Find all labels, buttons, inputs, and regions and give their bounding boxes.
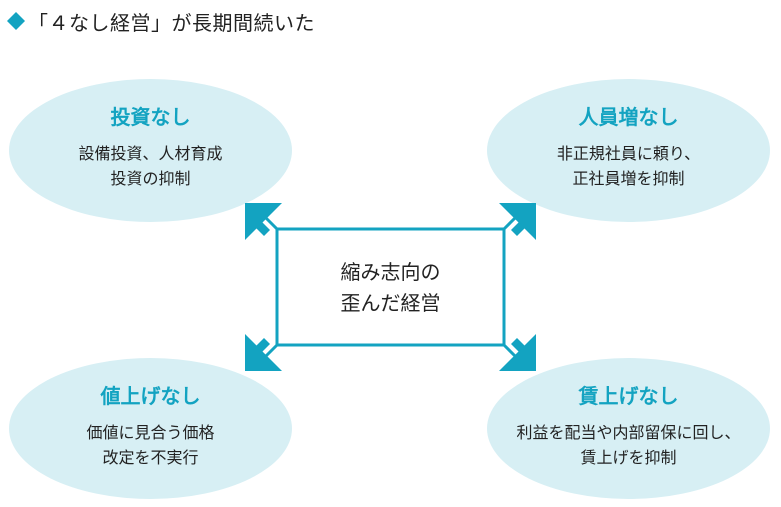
- node-description-line: 設備投資、人材育成: [78, 144, 223, 163]
- node-description: 非正規社員に頼り、 正社員増を抑制: [487, 141, 770, 191]
- node-description-line: 正社員増を抑制: [572, 169, 685, 188]
- node-description-line: 投資の抑制: [110, 169, 191, 188]
- node-heading: 投資なし: [110, 105, 191, 129]
- diamond-bullet-icon: [7, 12, 25, 30]
- center-label-line: 縮み志向の: [340, 260, 441, 284]
- node-description-line: 改定を不実行: [102, 448, 199, 467]
- node-description: 価値に見合う価格 改定を不実行: [9, 420, 292, 470]
- node-description-line: 利益を配当や内部留保に回し、: [516, 423, 741, 442]
- node-description-line: 非正規社員に頼り、: [556, 144, 701, 163]
- node-description-line: 価値に見合う価格: [86, 423, 215, 442]
- title-row: 「４なし経営」が長期間続いた: [6, 6, 315, 36]
- arrow-top-right-icon: [499, 203, 536, 240]
- arrow-bottom-left-icon: [245, 334, 282, 371]
- node-bottom-left: 値上げなし 価値に見合う価格 改定を不実行: [9, 358, 292, 499]
- node-bottom-right: 賃上げなし 利益を配当や内部留保に回し、 賃上げを抑制: [487, 358, 770, 499]
- arrow-top-left-icon: [245, 203, 282, 240]
- node-heading: 人員増なし: [578, 105, 679, 129]
- center-label-line: 歪んだ経営: [340, 291, 441, 315]
- arrow-bottom-right-icon: [499, 334, 536, 371]
- center-label: 縮み志向の 歪んだ経営: [278, 232, 503, 344]
- node-description-line: 賃上げを抑制: [580, 448, 677, 467]
- node-description: 利益を配当や内部留保に回し、 賃上げを抑制: [487, 420, 770, 470]
- node-description: 設備投資、人材育成 投資の抑制: [9, 141, 292, 191]
- node-heading: 賃上げなし: [578, 384, 679, 408]
- node-top-left: 投資なし 設備投資、人材育成 投資の抑制: [9, 79, 292, 222]
- node-top-right: 人員増なし 非正規社員に頼り、 正社員増を抑制: [487, 79, 770, 222]
- node-heading: 値上げなし: [100, 384, 201, 408]
- center-box-border: [275, 227, 506, 347]
- page-title: 「４なし経営」が長期間続いた: [28, 10, 315, 35]
